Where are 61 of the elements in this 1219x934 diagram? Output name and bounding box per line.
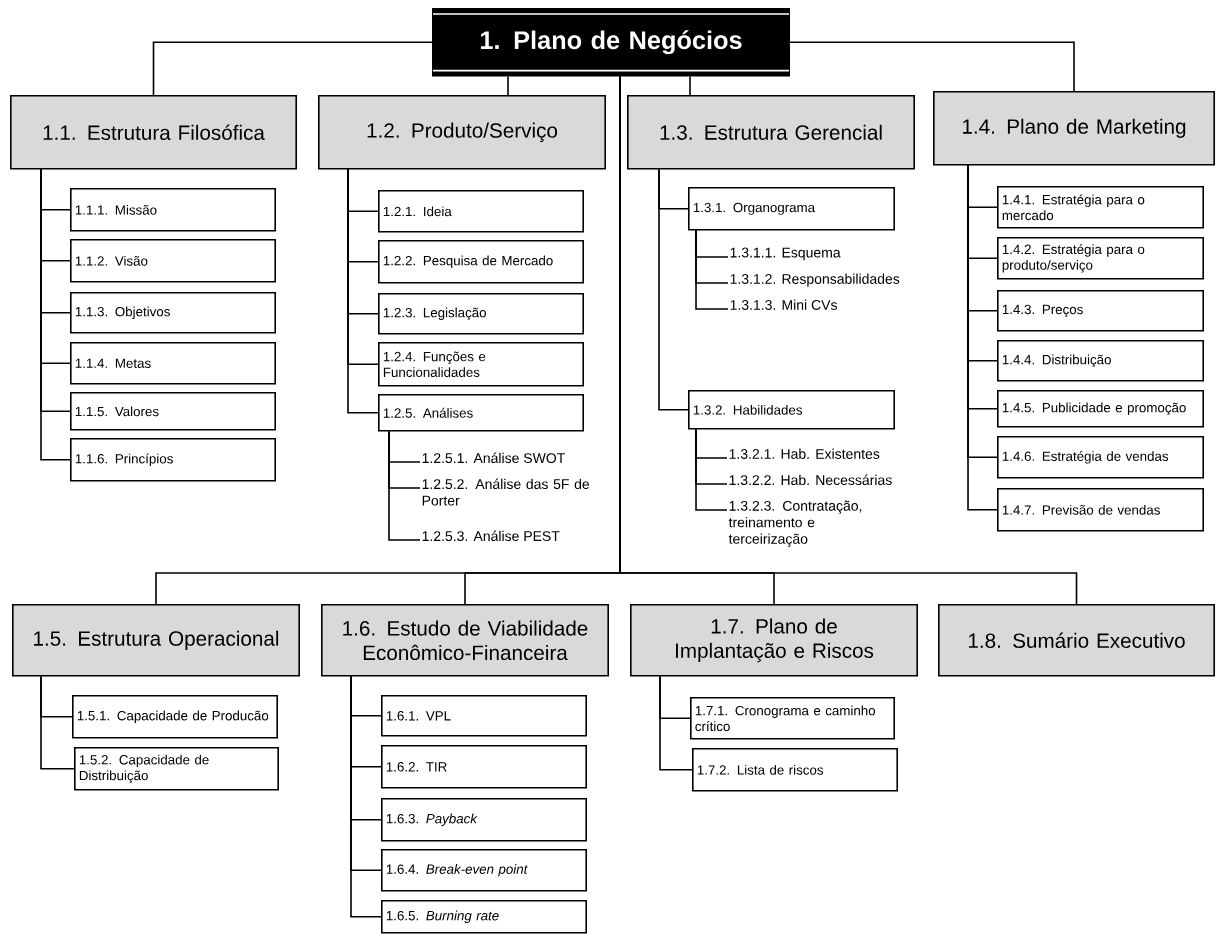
connector-line [347,168,379,414]
section-box: 1.8. Sumário Executivo [938,604,1215,677]
connector-line [152,41,433,96]
item-label: 1.3.1.3. Mini CVs [730,299,837,310]
item-box: 1.4.5. Publicidade e promoção [997,390,1204,428]
connector-line [789,41,1075,92]
connector-line [40,168,71,461]
section-box: 1.6. Estudo de Viabilidade Econômico-Financeira [321,604,609,677]
item-box: 1.1.3. Objetivos [70,292,276,334]
item-box: 1.2.1. Ideia [378,190,584,233]
connector-line [40,675,75,770]
item-box: 1.4.6. Estratégia de vendas [997,436,1204,479]
item-box: 1.7.2. Lista de riscos [692,748,898,792]
item-box: 1.1.5. Valores [70,392,276,431]
item-box: 1.1.2. Visão [70,239,276,283]
item-box: 1.1.4. Metas [70,342,276,385]
item-label: 1.2.5.2. Análise das 5F de Porter [422,478,590,506]
item-box: 1.2.5. Análises [378,394,584,432]
connector-line [350,675,382,918]
connector-line [658,168,689,411]
item-box: 1.5.2. Capacidade de Distribuição [74,747,279,791]
item-box: 1.5.1. Capacidade de Producão [72,695,278,739]
section-box: 1.4. Plano de Marketing [933,91,1215,166]
item-label: 1.2.5.3. Análise PEST [422,530,560,542]
item-label: 1.3.2.2. Hab. Necessárias [729,474,892,486]
item-box: 1.4.3. Preços [997,290,1204,332]
connector-line [619,75,1078,605]
title-box: 1. Plano de Negócios [432,8,790,77]
item-box: 1.4.7. Previsão de vendas [997,488,1204,532]
item-box: 1.6.2. TIR [381,745,587,789]
connector-line [388,430,421,541]
item-box: 1.4.4. Distribuição [997,340,1204,382]
item-box: 1.3.2. Habilidades [688,390,895,430]
item-box: 1.6.5. Burning rate [381,900,587,934]
connector-line [659,675,693,771]
connector-line [695,229,729,310]
section-box: 1.5. Estrutura Operacional [12,604,300,677]
item-box: 1.2.2. Pesquisa de Mercado [378,240,584,284]
item-box: 1.6.3. Payback [381,798,587,842]
connector-line [689,75,691,96]
item-label: 1.2.5.1. Análise SWOT [422,452,565,464]
item-box: 1.6.4. Break-even point [381,849,587,892]
item-box: 1.6.1. VPL [381,695,587,737]
section-box: 1.2. Produto/Serviço [318,95,606,170]
connector-line [507,75,509,96]
item-label: 1.3.1.2. Responsabilidades [730,273,900,287]
item-label: 1.3.2.3. Contratação, treinamento e terceirização [728,500,862,547]
item-box: 1.1.6. Princípios [70,438,276,482]
item-box: 1.3.1. Organograma [688,187,895,231]
item-box: 1.4.2. Estratégia para o produto/serviço [997,237,1204,280]
item-box: 1.7.1. Cronograma e caminho crítico [690,697,895,740]
item-box: 1.1.1. Missão [70,188,276,232]
item-label: 1.3.1.1. Esquema [730,247,841,261]
item-label: 1.3.2.1. Hab. Existentes [729,448,880,459]
section-box: 1.7. Plano de Implantação e Riscos [630,604,918,677]
item-box: 1.2.3. Legislação [378,293,584,335]
section-box: 1.1. Estrutura Filosófica [10,95,297,170]
connector-line [695,428,728,511]
item-box: 1.2.4. Funções e Funcionalidades [378,342,584,387]
item-box: 1.4.1. Estratégia para o mercado [997,186,1204,229]
section-box: 1.3. Estrutura Gerencial [627,95,915,170]
